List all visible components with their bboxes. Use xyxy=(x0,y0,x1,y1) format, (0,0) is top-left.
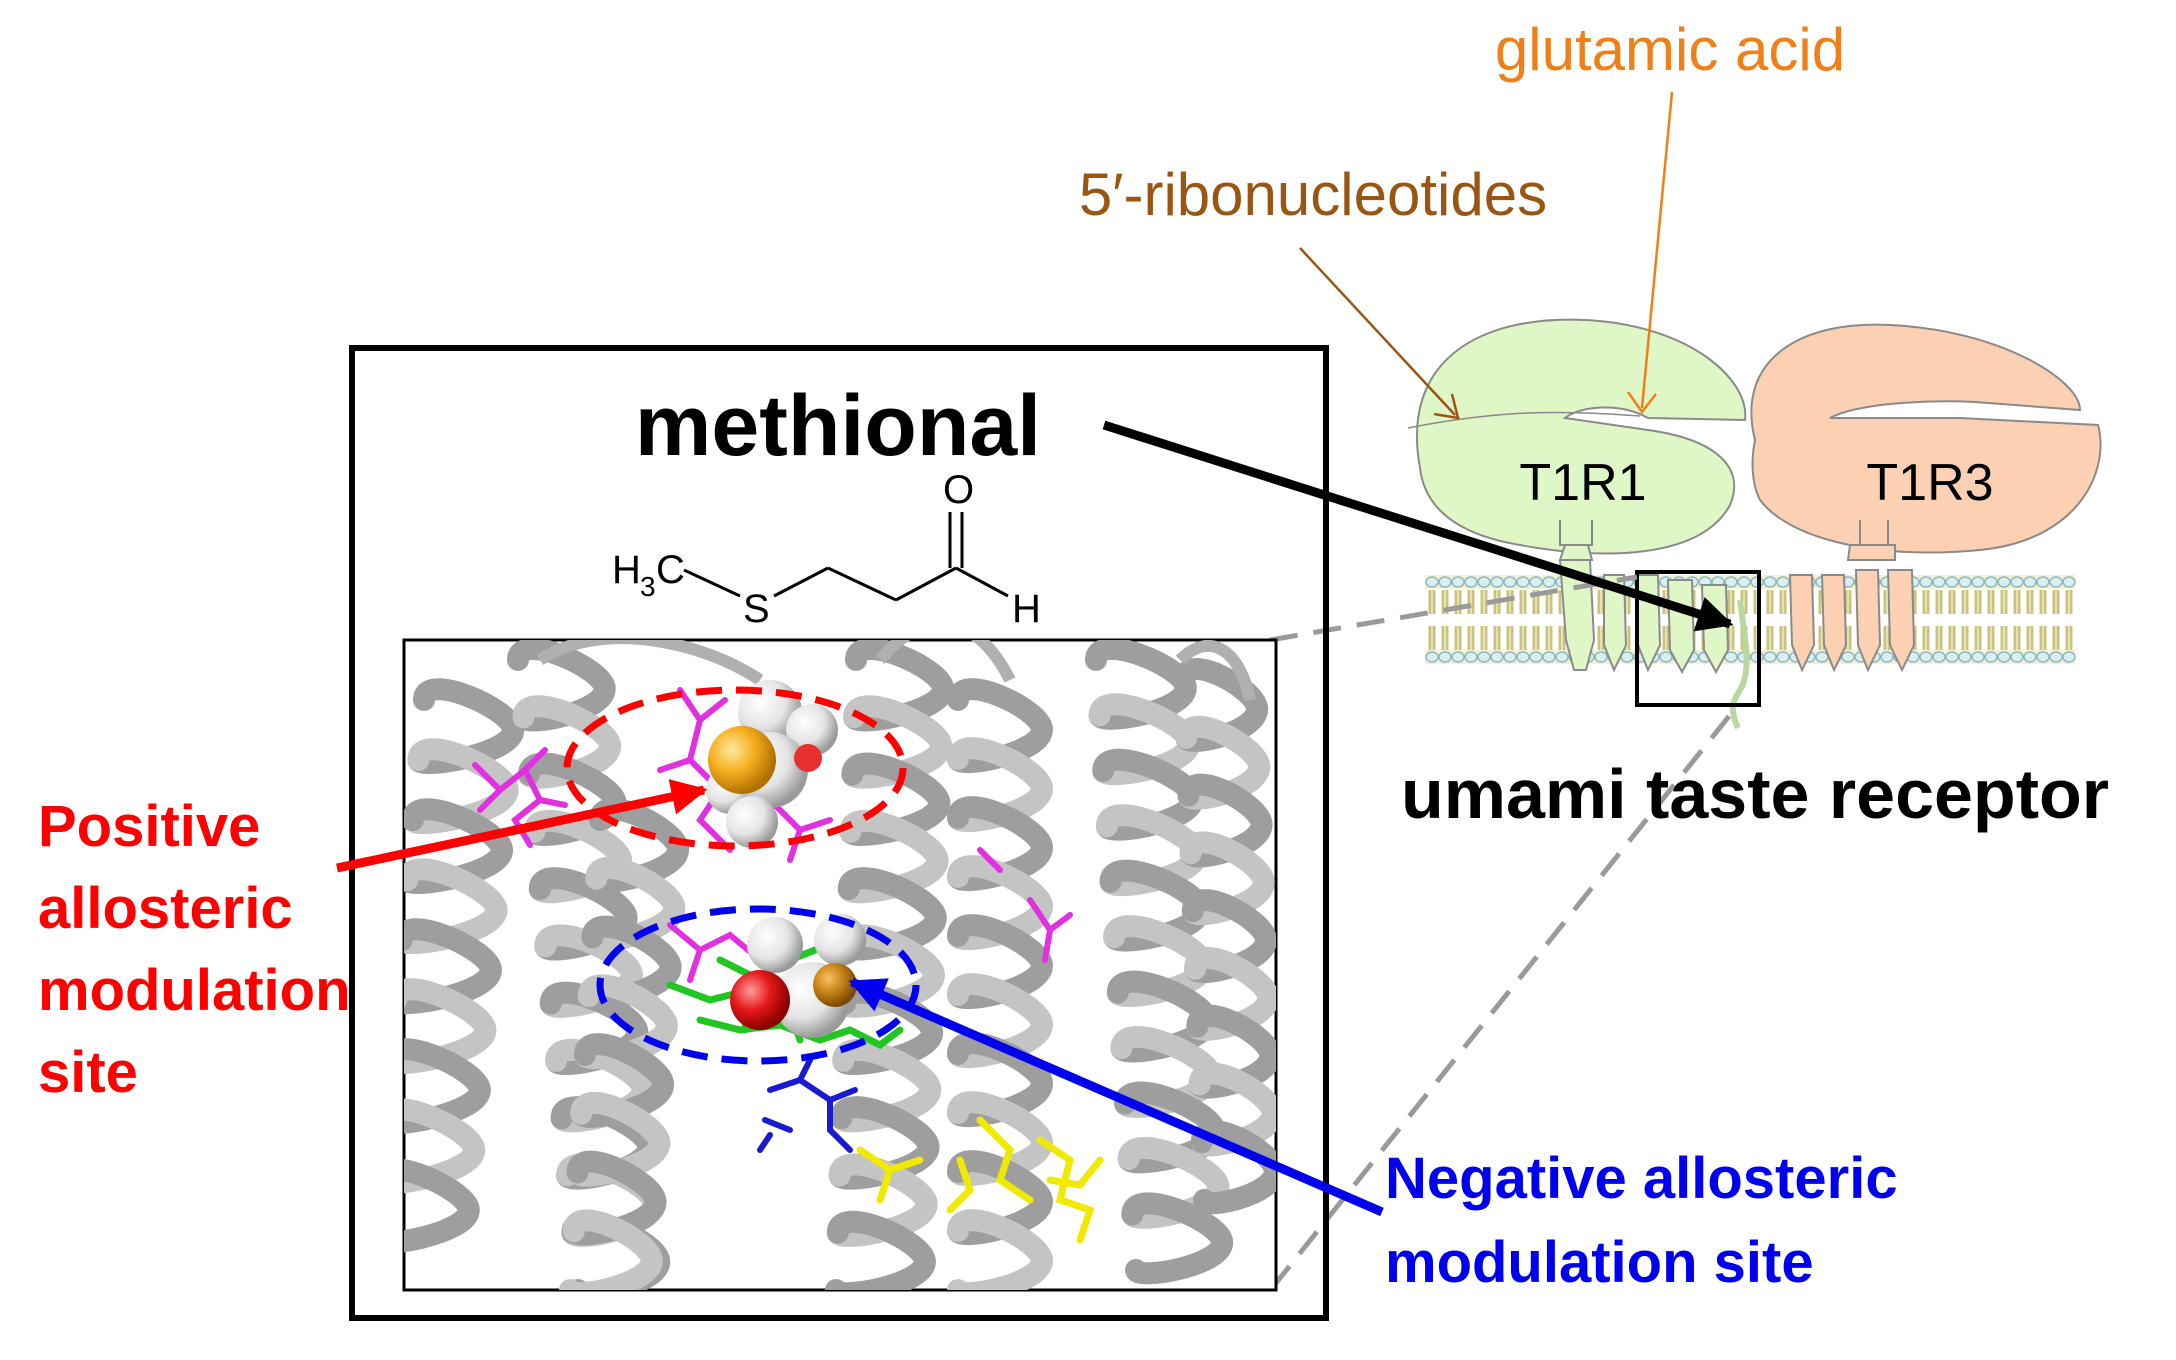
svg-text:Negative allosteric: Negative allosteric xyxy=(1385,1146,1898,1211)
svg-text:C: C xyxy=(656,548,685,592)
positive-site-ellipse xyxy=(563,686,907,850)
svg-text:site: site xyxy=(38,1040,138,1105)
svg-text:allosteric: allosteric xyxy=(38,876,293,941)
methional-arrow xyxy=(1102,420,1734,632)
negative-site-label: Negative allosteric modulation site xyxy=(1385,1146,1898,1295)
negative-site-arrow xyxy=(848,977,1384,1217)
t1r3-subunit xyxy=(1750,323,2102,673)
svg-text:S: S xyxy=(743,587,770,631)
ribonucleotides-label: 5′-ribonucleotides xyxy=(1079,161,1547,228)
ribonucleotides-arrow xyxy=(1299,247,1456,416)
receptor-zoom-box xyxy=(1635,570,1761,707)
positive-site-label: Positive allosteric modulation site xyxy=(38,794,351,1105)
svg-text:H: H xyxy=(1012,587,1041,631)
lipid-bilayer xyxy=(1425,575,2076,664)
glutamic-acid-label: glutamic acid xyxy=(1495,16,1845,83)
t1r1-subunit xyxy=(1407,318,1750,730)
protein-helices xyxy=(404,640,1276,1290)
t1r1-label: T1R1 xyxy=(1519,454,1646,512)
glutamic-acid-arrow xyxy=(1640,91,1674,409)
zoom-line-top xyxy=(1269,574,1638,643)
glutamic-acid-arrowhead xyxy=(1626,391,1657,415)
methional-title: methional xyxy=(635,378,1041,474)
umami-receptor-label: umami taste receptor xyxy=(1401,755,2109,833)
svg-text:modulation: modulation xyxy=(38,958,351,1023)
svg-text:H: H xyxy=(612,548,641,592)
positive-site-arrow xyxy=(336,779,708,873)
methional-panel xyxy=(349,345,1329,1321)
svg-text:Positive: Positive xyxy=(38,794,260,859)
svg-text:modulation site: modulation site xyxy=(1385,1230,1814,1295)
t1r3-label: T1R3 xyxy=(1866,454,1993,512)
negative-site-ellipse xyxy=(596,905,920,1065)
methional-structure: H 3 C S O H xyxy=(612,468,1041,631)
ribonucleotides-arrowhead xyxy=(1433,393,1460,420)
svg-text:3: 3 xyxy=(640,571,656,602)
svg-text:O: O xyxy=(943,468,974,512)
zoom-line-bottom xyxy=(1270,703,1740,1290)
